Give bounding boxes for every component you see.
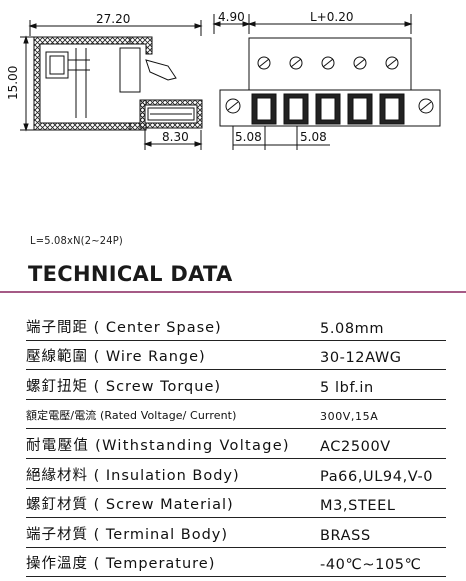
- spec-value: -40℃~105℃: [320, 557, 422, 574]
- dim-pitch-a-label: 5.08: [235, 130, 262, 144]
- spec-value: 30-12AWG: [320, 350, 402, 367]
- spec-value: M3,STEEL: [320, 498, 396, 515]
- spec-table: 端子間距 ( Center Spase) 5.08mm 壓線範圍 ( Wire …: [26, 311, 446, 578]
- spec-label: 端子間距 ( Center Spase): [26, 319, 222, 336]
- spec-row-terminal-body: 端子材質 ( Terminal Body) BRASS: [26, 518, 446, 548]
- dim-offset-label: 4.90: [218, 10, 245, 24]
- spec-value: 5 lbf.in: [320, 379, 374, 396]
- spec-row-rated-voltage: 額定電壓/電流 (Rated Voltage/ Current) 300V,15…: [26, 400, 446, 430]
- dim-bottom-label: 8.30: [162, 130, 189, 144]
- dim-length-label: L+0.20: [310, 10, 353, 24]
- dim-height-label: 15.00: [6, 66, 20, 100]
- spec-label: 壓線範圍 ( Wire Range): [26, 349, 206, 366]
- title-divider: [0, 291, 466, 293]
- spec-row-screw-material: 螺釘材質 ( Screw Material) M3,STEEL: [26, 489, 446, 519]
- spec-value: Pa66,UL94,V-0: [320, 468, 434, 485]
- spec-label: 額定電壓/電流 (Rated Voltage/ Current): [26, 409, 237, 423]
- spec-row-insulation-body: 絕緣材料 ( Insulation Body) Pa66,UL94,V-0: [26, 459, 446, 489]
- spec-label: 操作溫度 ( Temperature): [26, 556, 216, 573]
- spec-value: BRASS: [320, 527, 371, 544]
- spec-row-center-spacing: 端子間距 ( Center Spase) 5.08mm: [26, 311, 446, 341]
- spec-label: 端子材質 ( Terminal Body): [26, 526, 229, 543]
- spec-row-withstanding-voltage: 耐電壓值 (Withstanding Voltage) AC2500V: [26, 429, 446, 459]
- spec-label: 螺釘材質 ( Screw Material): [26, 497, 234, 514]
- screw-row: [257, 56, 399, 70]
- spec-value: 5.08mm: [320, 320, 385, 337]
- pin-slots: [251, 93, 405, 125]
- dim-width-label: 27.20: [96, 12, 130, 26]
- spec-label: 絕緣材料 ( Insulation Body): [26, 467, 240, 484]
- section-title: TECHNICAL DATA: [28, 262, 233, 286]
- spec-row-wire-range: 壓線範圍 ( Wire Range) 30-12AWG: [26, 341, 446, 371]
- spec-row-screw-torque: 螺釘扭矩 ( Screw Torque) 5 lbf.in: [26, 370, 446, 400]
- spec-row-temperature: 操作溫度 ( Temperature) -40℃~105℃: [26, 548, 446, 578]
- spec-label: 耐電壓值 (Withstanding Voltage): [26, 437, 290, 454]
- spec-label: 螺釘扭矩 ( Screw Torque): [26, 378, 222, 395]
- spec-value: 300V,15A: [320, 410, 379, 424]
- spec-value: AC2500V: [320, 438, 391, 455]
- side-view: [20, 20, 203, 150]
- dim-pitch-b-label: 5.08: [300, 130, 327, 144]
- front-view: [212, 14, 441, 150]
- technical-drawing: 27.20 15.00 8.30: [6, 10, 441, 150]
- length-formula: L=5.08xN(2~24P): [30, 234, 123, 247]
